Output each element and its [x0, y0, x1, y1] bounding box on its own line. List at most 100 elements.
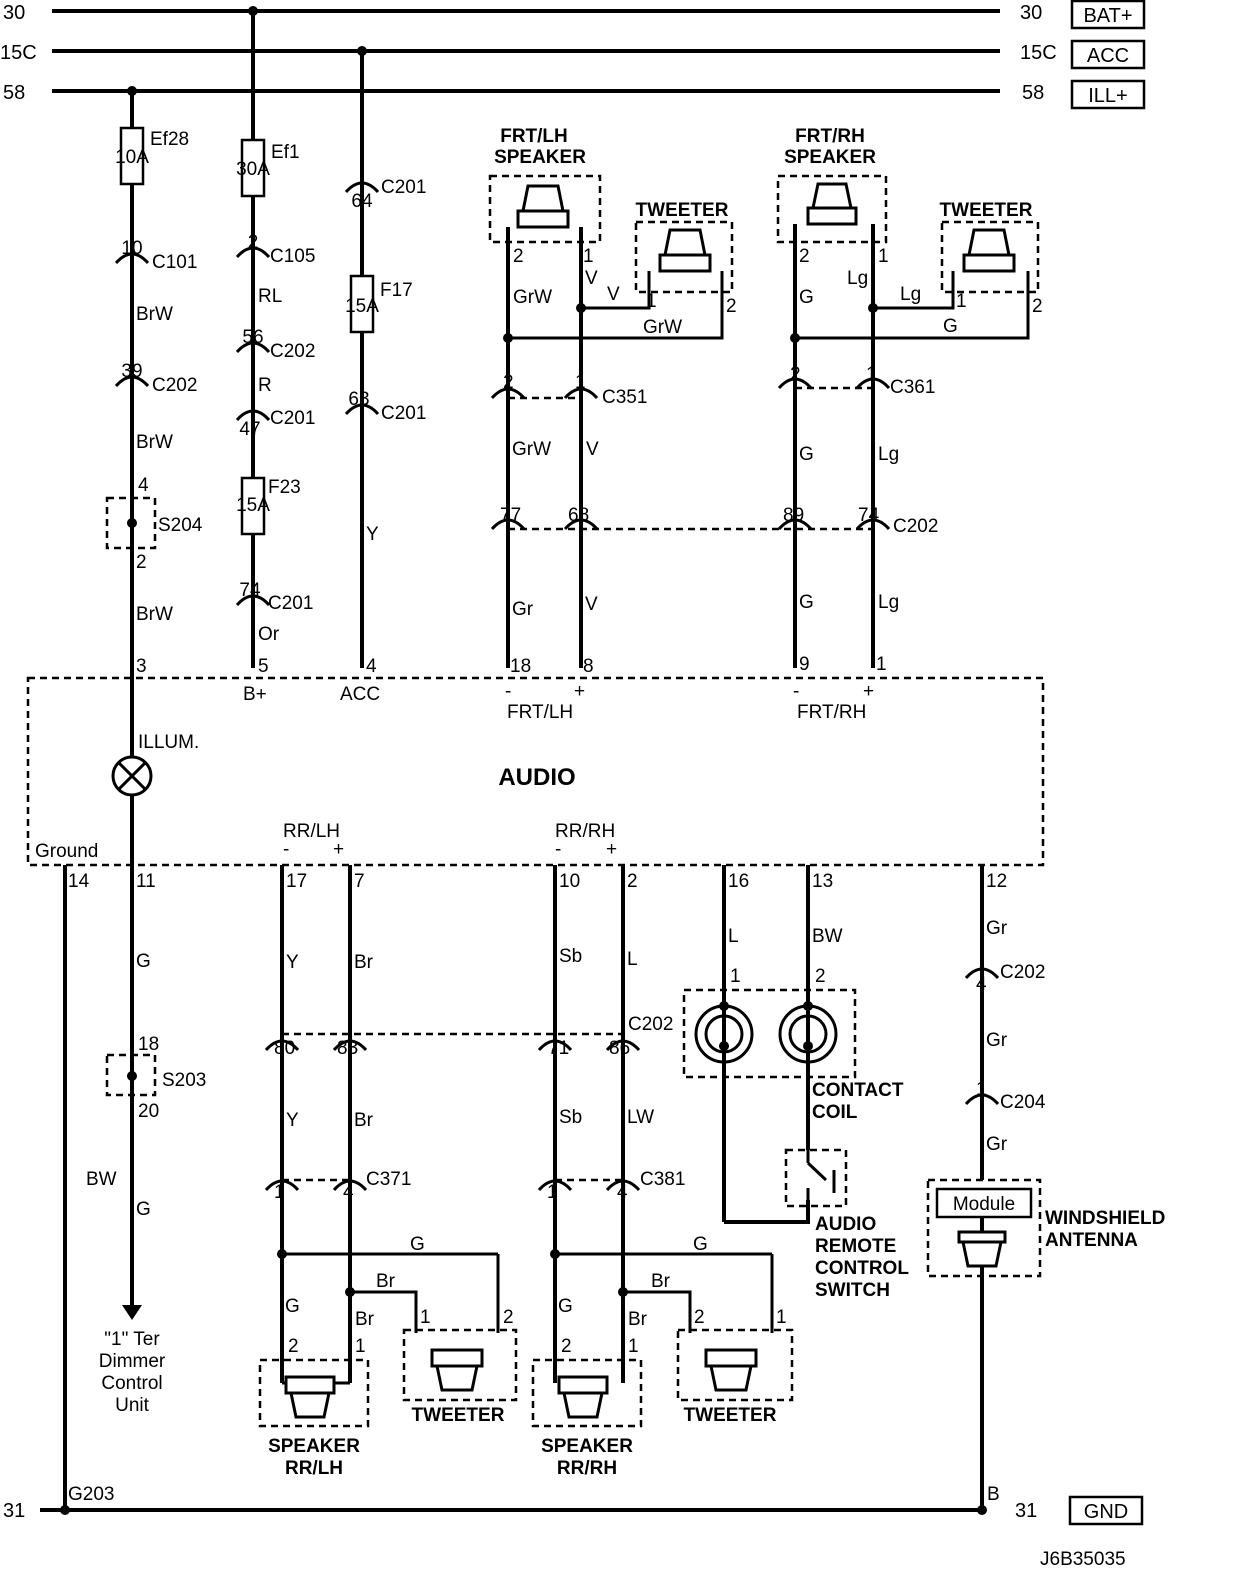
c202-label: C202: [628, 1014, 673, 1035]
c381-label: C381: [640, 1169, 685, 1190]
connector-c361: [777, 377, 813, 390]
plus-sign: +: [606, 839, 617, 860]
audio-pin-17: 17: [286, 871, 307, 892]
wire-g: G: [136, 951, 151, 972]
c202-label: C202: [1000, 962, 1045, 983]
gnd-box: [1068, 1495, 1144, 1526]
wire-l: L: [627, 949, 638, 970]
audio-title: AUDIO: [498, 764, 575, 791]
ill-box: [1070, 79, 1146, 110]
c202-pin: 56: [242, 327, 263, 348]
s204-pin: 4: [138, 475, 149, 496]
rr-lh-spk-pin: 1: [355, 1336, 366, 1357]
coil-pin: 1: [730, 966, 741, 987]
wire-rl: RL: [258, 286, 282, 307]
wire-r: R: [258, 375, 272, 396]
speaker-icon: [806, 206, 858, 226]
rr-lh-label: RR/LH: [283, 821, 340, 842]
wire-brw: BrW: [136, 604, 173, 625]
acc-box: [1070, 39, 1146, 70]
arrow-down-icon: [122, 1305, 142, 1320]
wire-brw: BrW: [136, 304, 173, 325]
c201-label: C201: [270, 408, 315, 429]
connector-c202: [114, 375, 150, 388]
connector-c202: [777, 518, 813, 531]
rail-58-right-label: 58: [1022, 82, 1044, 104]
rr-rh-tweeter-box: [676, 1328, 794, 1402]
wire-grw: GrW: [513, 287, 552, 308]
wire-grw: GrW: [643, 317, 682, 338]
wire-v: V: [585, 268, 598, 289]
wire-grw: GrW: [512, 439, 551, 460]
rr-lh-speaker-label: SPEAKER: [268, 1436, 360, 1457]
rail-15c-left-label: 15C: [0, 42, 37, 64]
rail-31-right-label: 31: [1015, 1500, 1037, 1522]
tweeter-icon: [430, 1348, 484, 1368]
c201-pin: 47: [239, 419, 260, 440]
rr-rh-tweeter-label: TWEETER: [684, 1405, 777, 1426]
splice-s203: [105, 1053, 157, 1097]
wire-br: Br: [376, 1271, 396, 1292]
rr-rh-tw-pin: 1: [776, 1307, 787, 1328]
frt-lh-group: FRT/LH SPEAKER TWEETER 2 1 1 2 GrW V V G…: [488, 126, 737, 723]
audio-pin-4: 4: [366, 656, 377, 677]
c202-label: C202: [893, 516, 938, 537]
c351-pin: 2: [503, 372, 514, 393]
audio-pin-5: 5: [258, 656, 269, 677]
wire-g: G: [799, 592, 814, 613]
fuse-ef1-name: Ef1: [271, 142, 300, 163]
c381-pin: 1: [547, 1182, 558, 1203]
audio-pin-14: 14: [68, 871, 90, 892]
wire-g: G: [285, 1296, 300, 1317]
c202-pin: 89: [783, 505, 804, 526]
s203-pin: 20: [138, 1101, 159, 1122]
audio-pin-10: 10: [559, 871, 580, 892]
wire-v: V: [585, 594, 598, 615]
connector-c381: [537, 1179, 573, 1192]
c202-pin: 74: [858, 505, 880, 526]
s203-pin: 18: [138, 1034, 159, 1055]
rr-rh-spk-pin: 1: [628, 1336, 639, 1357]
connector-c201: [344, 181, 380, 194]
connector-c371: [332, 1179, 368, 1192]
connector-c202: [964, 967, 1000, 980]
contact-coil-box: [682, 988, 857, 1079]
rr-rh-tw-pin: 2: [694, 1307, 705, 1328]
wire-lg: Lg: [900, 284, 921, 305]
audio-pin-16: 16: [728, 871, 749, 892]
bat-box: [1070, 0, 1146, 30]
connector-c202: [855, 518, 891, 531]
fuse-f23-rating: 15A: [236, 495, 270, 516]
minus-sign: -: [793, 681, 799, 702]
c105-label: C105: [270, 246, 315, 267]
audio-frt-rh-label: FRT/RH: [797, 702, 866, 723]
wire-lg: Lg: [878, 444, 899, 465]
plus-sign: +: [333, 839, 344, 860]
dimmer-label: Unit: [115, 1395, 150, 1416]
antenna-icon: [957, 1230, 1007, 1244]
wire-y: Y: [286, 1110, 299, 1131]
audio-pin-8: 8: [583, 656, 594, 677]
c204-pin: 1: [976, 1079, 987, 1100]
c202-pin: 39: [121, 361, 142, 382]
fuse-ef28-rating: 10A: [115, 147, 149, 168]
audio-pin-11: 11: [136, 871, 156, 892]
wire-l: L: [728, 926, 739, 947]
contact-coil-label: COIL: [812, 1102, 858, 1123]
connector-c371: [264, 1179, 300, 1192]
frt-lh-tweeter-title: TWEETER: [636, 200, 729, 221]
remote-switch-label: SWITCH: [815, 1280, 890, 1301]
wire-sb: Sb: [559, 946, 582, 967]
dimmer-label: Dimmer: [99, 1351, 166, 1372]
connector-c105: [235, 246, 271, 259]
connector-c204: [964, 1093, 1000, 1106]
frt-rh-tw-pin: 2: [1032, 296, 1043, 317]
rr-lh-tw-pin: 2: [503, 1307, 514, 1328]
c202-pin: 68: [568, 505, 589, 526]
connector-c351: [490, 387, 526, 400]
minus-sign: -: [283, 839, 289, 860]
wire-v: V: [607, 284, 620, 305]
c101-pin: 10: [121, 238, 142, 259]
audio-pin-9: 9: [799, 654, 810, 675]
